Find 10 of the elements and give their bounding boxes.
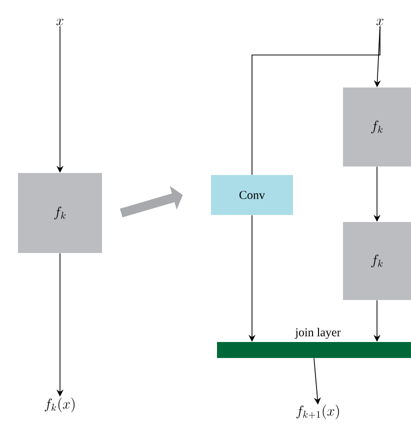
conv-box: Conv bbox=[211, 175, 293, 215]
function-box: $f_{k}$ bbox=[343, 88, 411, 166]
output-label: $f_{k}(x)$ bbox=[44, 398, 75, 412]
layer-label: join layer bbox=[294, 328, 341, 339]
function-box: $f_{k}$ bbox=[18, 173, 102, 253]
variable-label: $x$ bbox=[56, 18, 64, 26]
variable-label: $x$ bbox=[376, 18, 384, 26]
output-label: $f_{k+1}(x)$ bbox=[296, 404, 339, 420]
function-box: $f_{k}$ bbox=[343, 222, 411, 300]
connector-line bbox=[252, 26, 380, 176]
